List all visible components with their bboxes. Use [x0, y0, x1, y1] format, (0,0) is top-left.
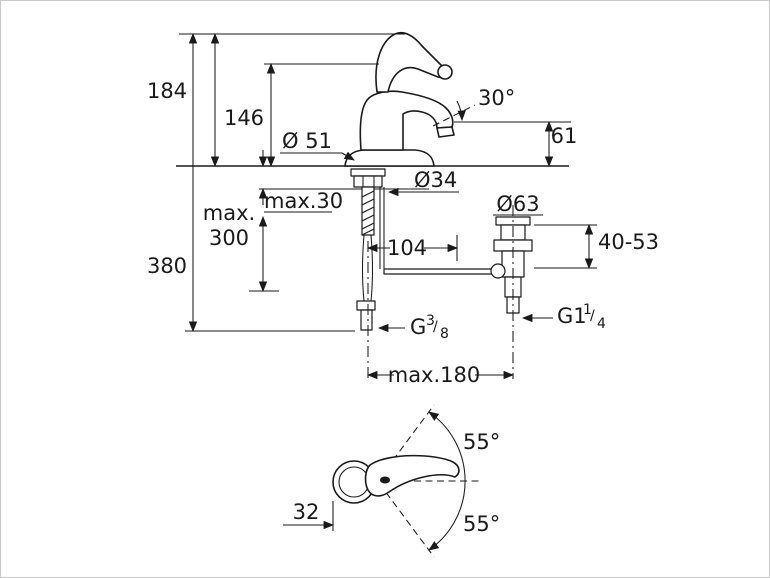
- dia-51-label: Ø 51: [282, 129, 332, 153]
- shank-hatching: [361, 190, 375, 236]
- aerator: [436, 126, 455, 138]
- swivel-line-lower: [378, 482, 435, 558]
- svg-text:1: 1: [583, 302, 592, 318]
- hose-nut: [356, 300, 376, 311]
- body-and-spout: [359, 90, 454, 151]
- threaded-shank: [361, 186, 375, 236]
- dim-32-label: 32: [293, 500, 320, 524]
- angle-30-label: 30°: [478, 86, 515, 110]
- max-180-label: max.180: [388, 363, 481, 387]
- dimension-labels-top: 55° 55° 32: [293, 430, 501, 536]
- handle-top-view: [332, 454, 460, 504]
- top-view: 55° 55° 32: [283, 404, 501, 558]
- svg-text:/: /: [590, 308, 595, 324]
- svg-text:/: /: [433, 319, 438, 335]
- angle-55-lower-label: 55°: [463, 512, 500, 536]
- swivel-arc: [428, 411, 466, 551]
- waste-ball-joint: [490, 263, 506, 279]
- mounting-nut: [353, 175, 383, 188]
- max-300-label-word: max.: [203, 201, 255, 225]
- svg-text:G: G: [410, 315, 426, 339]
- base-flange: [344, 149, 435, 167]
- washer-plate: [350, 168, 386, 177]
- front-view: 184 146 380 max. 300 max.30 Ø 51 30° 61 …: [147, 31, 659, 387]
- pop-up-rod: [383, 268, 499, 275]
- thread-g38-label: G 3 / 8: [410, 313, 449, 342]
- dimension-lines-front: [179, 32, 597, 380]
- lever-knob: [437, 64, 453, 80]
- angle30-arc: [456, 100, 466, 122]
- hose-left: [361, 234, 365, 302]
- dim-104-label: 104: [387, 236, 427, 260]
- dia-63-label: Ø63: [496, 192, 539, 216]
- max-300-label-value: 300: [209, 226, 249, 250]
- hose-right: [370, 234, 374, 302]
- dim-146-label: 146: [224, 106, 264, 130]
- svg-text:8: 8: [440, 326, 449, 342]
- angle30-reference-line: [432, 104, 476, 127]
- hose-end-fitting: [360, 309, 373, 331]
- dia-34-label: Ø34: [414, 168, 457, 192]
- faucet-outline: [344, 31, 455, 167]
- angle-55-upper-label: 55°: [463, 430, 500, 454]
- cartridge-dot: [380, 476, 390, 484]
- dimension-lines-top: [283, 501, 335, 531]
- dim-380-label: 380: [147, 254, 187, 278]
- dim-61-label: 61: [551, 124, 578, 148]
- dia51-leader: [341, 151, 355, 161]
- dimension-labels-front: 184 146 380 max. 300 max.30 Ø 51 30° 61 …: [147, 79, 659, 387]
- spout-circle-inner: [338, 466, 370, 498]
- max-30-label: max.30: [264, 189, 343, 213]
- svg-text:4: 4: [597, 316, 606, 332]
- svg-text:3: 3: [426, 313, 435, 329]
- dim-40-53-label: 40-53: [598, 230, 659, 254]
- dim-184-label: 184: [147, 79, 187, 103]
- svg-text:G1: G1: [557, 304, 587, 328]
- lever-top-outline: [364, 454, 460, 497]
- pop-up-waste: [490, 216, 533, 314]
- lever-outline: [375, 31, 447, 93]
- centerlines: [367, 205, 514, 379]
- thread-g114-label: G1 1 / 4: [557, 302, 606, 332]
